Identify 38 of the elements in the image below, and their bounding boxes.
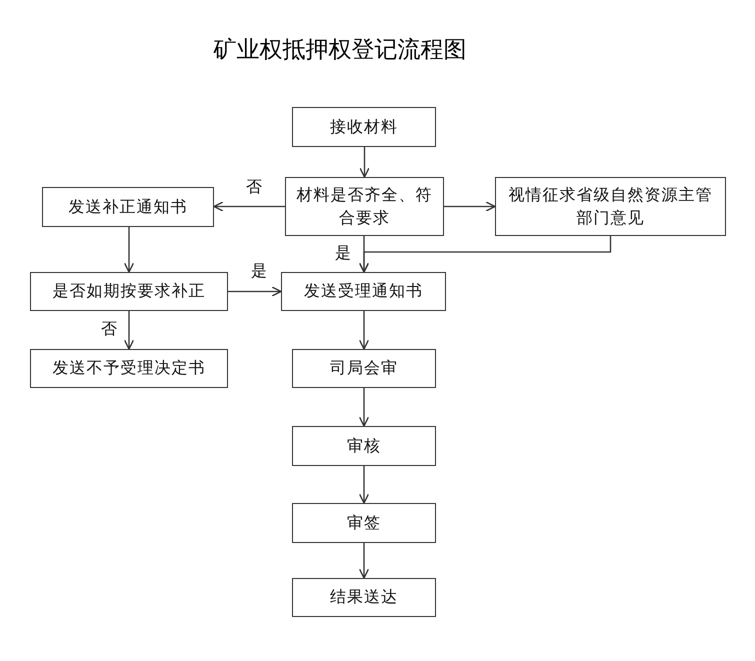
process-box <box>30 272 228 311</box>
process-box <box>30 349 228 388</box>
process-box <box>292 578 436 617</box>
arrow <box>358 311 370 350</box>
box-label: 接收材料 <box>330 116 398 138</box>
arrow <box>358 236 612 273</box>
box-label: 发送补正通知书 <box>68 196 188 218</box>
arrow <box>359 147 370 178</box>
arrow <box>228 286 282 297</box>
edge-label: 是 <box>250 262 268 280</box>
process-box <box>42 187 214 227</box>
arrow <box>124 227 134 273</box>
arrow <box>124 311 134 350</box>
box-label: 发送受理通知书 <box>304 280 423 302</box>
box-label: 审签 <box>347 512 381 534</box>
box-label: 结果送达 <box>330 586 398 608</box>
edge-label: 是 <box>334 244 352 262</box>
process-box <box>292 107 436 147</box>
box-label: 司局会审 <box>330 357 398 380</box>
process-box <box>281 272 446 311</box>
box-label: 发送不予受理决定书 <box>52 357 206 380</box>
box-label: 材料是否齐全、符合要求 <box>296 184 434 228</box>
arrow <box>358 543 370 579</box>
edge-label: 否 <box>100 320 118 338</box>
arrow <box>358 388 370 427</box>
box-label: 是否如期按要求补正 <box>52 280 206 302</box>
arrow <box>444 201 496 212</box>
box-label: 视情征求省级自然资源主管部门意见 <box>508 184 714 228</box>
box-label: 审核 <box>347 434 381 457</box>
diagram-title: 矿业权抵押权登记流程图 <box>212 36 468 65</box>
process-box <box>292 503 436 543</box>
process-box <box>292 349 436 388</box>
arrow <box>358 466 370 504</box>
process-box <box>292 426 436 466</box>
process-box <box>495 177 726 236</box>
edge-label: 否 <box>245 178 263 196</box>
process-box <box>285 177 444 236</box>
arrow <box>213 201 285 212</box>
